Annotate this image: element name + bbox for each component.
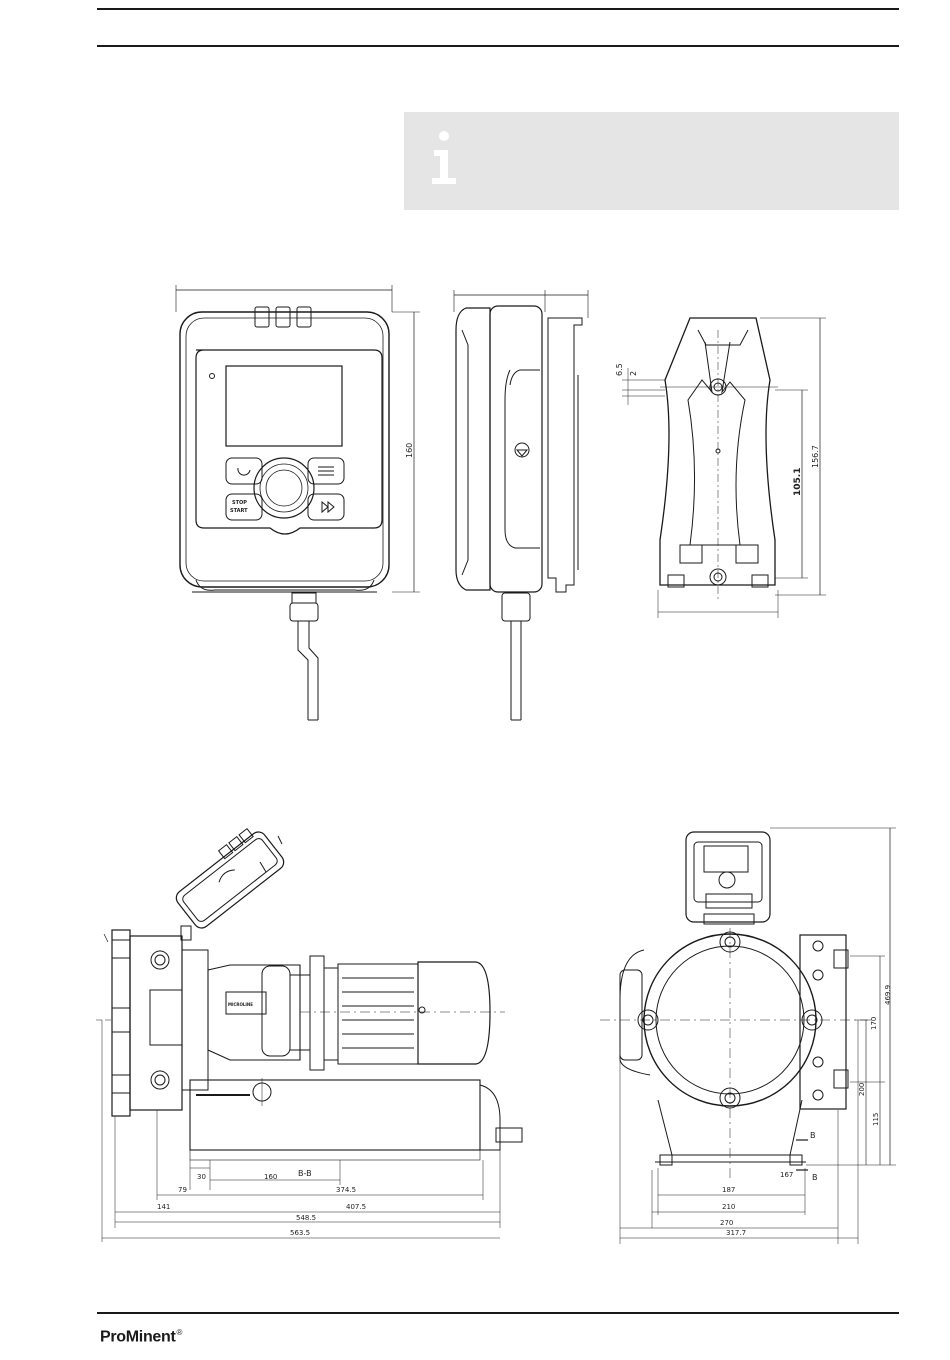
dim-bracket-6-5: 6.5 (615, 363, 624, 376)
section-mark-b-b: B-B (298, 1169, 312, 1178)
btn-start-label: START (230, 508, 248, 514)
dim-141: 141 (157, 1203, 170, 1211)
dim-407-5: 407.5 (346, 1203, 366, 1211)
controller-front-view (176, 285, 420, 720)
registered-mark: ® (177, 1328, 183, 1337)
dim-30: 30 (197, 1173, 206, 1181)
controller-side-view (454, 290, 588, 720)
dim-210: 210 (722, 1203, 735, 1211)
dim-548-5: 548.5 (296, 1214, 316, 1222)
dim-469-9: 469.9 (884, 985, 892, 1005)
section-mark-b-bottom: B (812, 1173, 818, 1182)
footer-rule (97, 1312, 899, 1314)
dim-317-7: 317.7 (726, 1229, 746, 1237)
dim-bracket-156-7: 156.7 (811, 445, 820, 468)
dim-374-5: 374.5 (336, 1186, 356, 1194)
dim-187: 187 (722, 1186, 735, 1194)
dim-170: 170 (870, 1017, 878, 1030)
pump-end-view (600, 828, 896, 1244)
dim-bracket-2: 2 (629, 371, 638, 376)
brand-name: ProMinent (100, 1328, 176, 1345)
dim-563-5: 563.5 (290, 1229, 310, 1237)
dim-200: 200 (858, 1083, 866, 1096)
brand-logo: ProMinent® (100, 1328, 182, 1346)
dim-115: 115 (872, 1113, 880, 1126)
dim-controller-height: 160 (405, 443, 414, 458)
dim-167: 167 (780, 1171, 793, 1179)
dim-79: 79 (178, 1186, 187, 1194)
dim-160: 160 (264, 1173, 277, 1181)
dim-bracket-105-1: 105.1 (793, 468, 803, 496)
pump-side-view (96, 822, 522, 1242)
label-plate: MICROLINE (228, 1002, 253, 1007)
section-mark-b-top: B (810, 1131, 816, 1140)
btn-stop-label: STOP (232, 500, 247, 506)
dim-270: 270 (720, 1219, 733, 1227)
